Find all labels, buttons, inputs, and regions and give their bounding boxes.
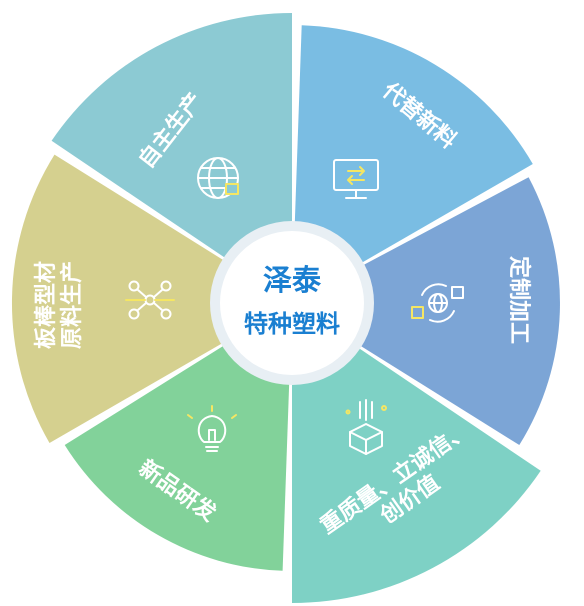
segment-label-raw-material-production: 板棒型材原料生产 — [34, 261, 85, 349]
wheel-segments — [11, 13, 560, 603]
segment-replacement-materials — [292, 25, 533, 303]
segment-self-production — [51, 13, 292, 303]
globe-cubes-icon — [411, 283, 464, 323]
segment-label-line: 板棒型材 — [34, 261, 59, 349]
lightbulb-icon — [187, 405, 237, 452]
segment-label-line: 原料生产 — [60, 261, 85, 349]
segment-quality-integrity — [292, 303, 541, 603]
segment-label-custom-processing: 定制加工 — [506, 256, 532, 344]
center-hub: 泽泰 特种塑料 — [210, 221, 374, 385]
segment-raw-material-production — [11, 154, 292, 443]
wheel-icons — [125, 157, 464, 455]
center-title: 泽泰 — [263, 263, 322, 297]
center-circle — [220, 231, 364, 375]
segment-custom-processing — [292, 177, 560, 445]
globe-box-icon — [197, 157, 239, 199]
open-box-icon — [345, 399, 387, 455]
segment-new-product-rnd — [64, 303, 292, 571]
monitor-arrows-icon — [333, 159, 379, 199]
center-subtitle: 特种塑料 — [244, 310, 340, 338]
segment-label-line: 定制加工 — [506, 256, 532, 344]
molecule-network-icon — [125, 280, 175, 320]
